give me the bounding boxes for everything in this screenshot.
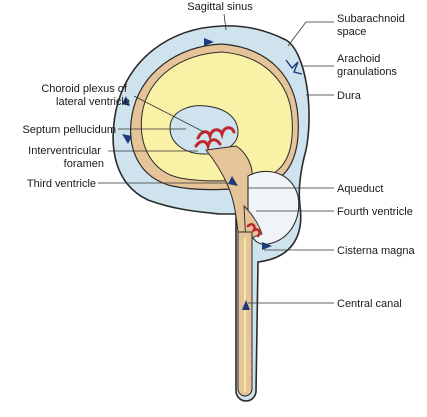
flow-arrow-icon [204,38,214,46]
leader-subarachnoid-space [287,21,334,47]
leader-choroid-plexus [133,95,205,133]
leader-sagittal-sinus [223,13,227,31]
label-septum-pellucidum: Septum pellucidum [22,124,116,136]
label-subarachnoid-space: Subarachnoid space [337,13,408,38]
flow-arrow-icon [242,300,250,310]
label-aqueduct: Aqueduct [337,183,383,195]
label-central-canal: Central canal [337,298,402,310]
label-dura: Dura [337,90,362,102]
label-choroid-plexus: Choroid plexus of lateral ventricle [41,83,130,108]
label-sagittal-sinus: Sagittal sinus [187,1,253,13]
label-cisterna-magna: Cisterna magna [337,245,416,257]
septum-pellucidum-region [169,105,239,155]
leader-lines [98,13,334,304]
label-interventricular-foramen: Interventricular foramen [28,145,104,170]
choroid-plexus-lateral [194,126,236,152]
label-arachoid-granulations: Arachoid granulations [337,53,397,78]
label-third-ventricle: Third ventricle [27,178,96,190]
choroid-plexus-fourth [246,223,261,238]
flow-arrow-icon [228,176,238,186]
flow-arrow-icon [262,242,272,250]
flow-arrow-icon [122,96,130,106]
arachnoid-granulation [285,59,303,75]
label-fourth-ventricle: Fourth ventricle [337,206,413,218]
flow-arrows [122,38,272,310]
flow-arrow-icon [122,134,132,144]
